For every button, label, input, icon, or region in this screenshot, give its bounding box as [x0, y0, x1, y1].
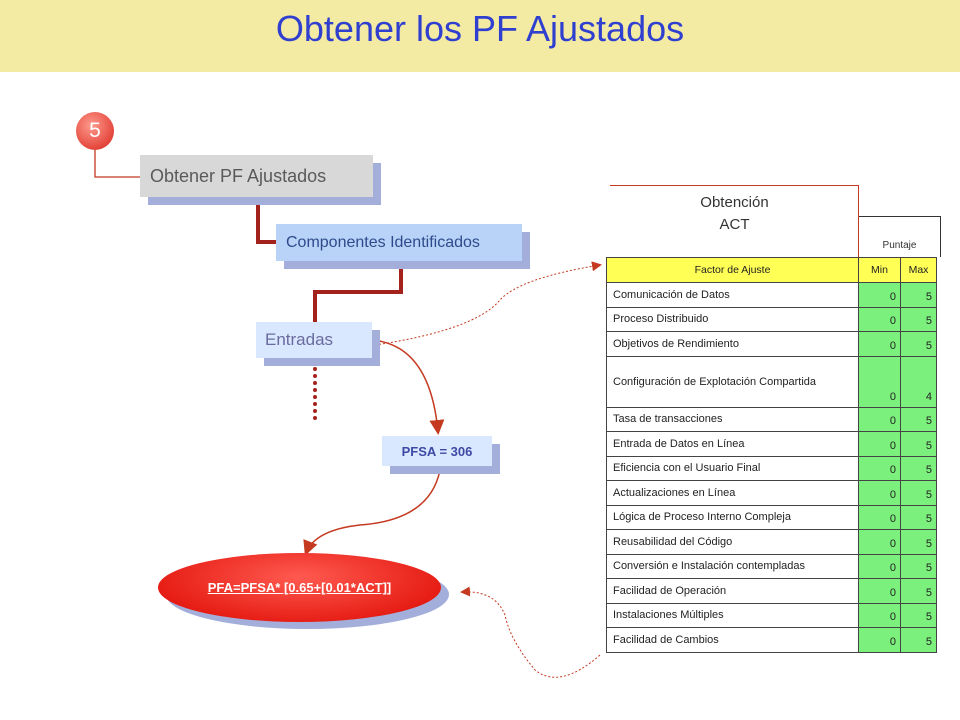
connector-componentes-entradas — [313, 263, 403, 322]
table-header-row: Factor de Ajuste Min Max — [606, 257, 937, 283]
act-title-line1: Obtención — [700, 194, 769, 211]
min-cell: 0 — [858, 406, 901, 432]
title-banner: Obtener los PF Ajustados — [0, 0, 960, 72]
min-cell: 0 — [858, 282, 901, 308]
factor-cell: Tasa de transacciones — [606, 406, 859, 432]
dotted-continuation — [313, 360, 317, 420]
factor-cell: Facilidad de Cambios — [606, 627, 859, 653]
min-cell: 0 — [858, 602, 901, 628]
page-title: Obtener los PF Ajustados — [275, 8, 685, 49]
factor-cell: Configuración de Explotación Compartida — [606, 355, 859, 408]
header-min: Min — [858, 257, 901, 283]
min-cell: 0 — [858, 480, 901, 506]
max-cell: 4 — [900, 355, 937, 408]
arrow-table-formula — [460, 586, 601, 678]
min-cell: 0 — [858, 529, 901, 555]
factor-cell: Objetivos de Rendimiento — [606, 331, 859, 357]
act-title-line2: ACT — [719, 216, 750, 233]
act-factors-table: Factor de Ajuste Min Max Comunicación de… — [606, 257, 937, 653]
connector-obtener-componentes — [256, 199, 276, 244]
factor-cell: Instalaciones Múltiples — [606, 602, 859, 628]
factor-cell: Actualizaciones en Línea — [606, 480, 859, 506]
formula-ellipse: PFA=PFSA* [0.65+[0.01*ACT]] — [158, 553, 441, 622]
formula-text: PFA=PFSA* [0.65+[0.01*ACT]] — [207, 580, 392, 595]
act-panel-title: Obtención ACT — [610, 185, 859, 257]
max-cell: 5 — [900, 331, 937, 357]
factor-cell: Comunicación de Datos — [606, 282, 859, 308]
factor-cell: Facilidad de Operación — [606, 578, 859, 604]
puntaje-header: Puntaje — [859, 216, 941, 257]
header-max: Max — [900, 257, 937, 283]
header-factor: Factor de Ajuste — [606, 257, 859, 283]
max-cell: 5 — [900, 306, 937, 332]
max-cell: 5 — [900, 406, 937, 432]
arrow-entradas-table — [374, 261, 602, 346]
step-number-badge: 5 — [76, 112, 114, 150]
max-cell: 5 — [900, 553, 937, 579]
factor-cell: Reusabilidad del Código — [606, 529, 859, 555]
max-cell: 5 — [900, 504, 937, 530]
max-cell: 5 — [900, 578, 937, 604]
factor-cell: Proceso Distribuido — [606, 306, 859, 332]
node-entradas: Entradas — [256, 322, 372, 358]
max-cell: 5 — [900, 282, 937, 308]
arrow-pfsa-formula — [303, 469, 441, 556]
arrow-entradas-pfsa — [371, 339, 445, 435]
factor-cell: Entrada de Datos en Línea — [606, 431, 859, 457]
min-cell: 0 — [858, 355, 901, 408]
max-cell: 5 — [900, 602, 937, 628]
node-obtener-pf-ajustados: Obtener PF Ajustados — [140, 155, 373, 197]
max-cell: 5 — [900, 431, 937, 457]
min-cell: 0 — [858, 504, 901, 530]
max-cell: 5 — [900, 480, 937, 506]
factor-cell: Conversión e Instalación contempladas — [606, 553, 859, 579]
min-cell: 0 — [858, 306, 901, 332]
factor-cell: Eficiencia con el Usuario Final — [606, 455, 859, 481]
node-componentes-identificados: Componentes Identificados — [276, 224, 522, 261]
node-pfsa: PFSA = 306 — [382, 436, 492, 466]
max-cell: 5 — [900, 529, 937, 555]
step-connector — [94, 150, 140, 178]
min-cell: 0 — [858, 578, 901, 604]
min-cell: 0 — [858, 431, 901, 457]
min-cell: 0 — [858, 331, 901, 357]
min-cell: 0 — [858, 553, 901, 579]
max-cell: 5 — [900, 627, 937, 653]
factor-cell: Lógica de Proceso Interno Compleja — [606, 504, 859, 530]
min-cell: 0 — [858, 627, 901, 653]
max-cell: 5 — [900, 455, 937, 481]
min-cell: 0 — [858, 455, 901, 481]
